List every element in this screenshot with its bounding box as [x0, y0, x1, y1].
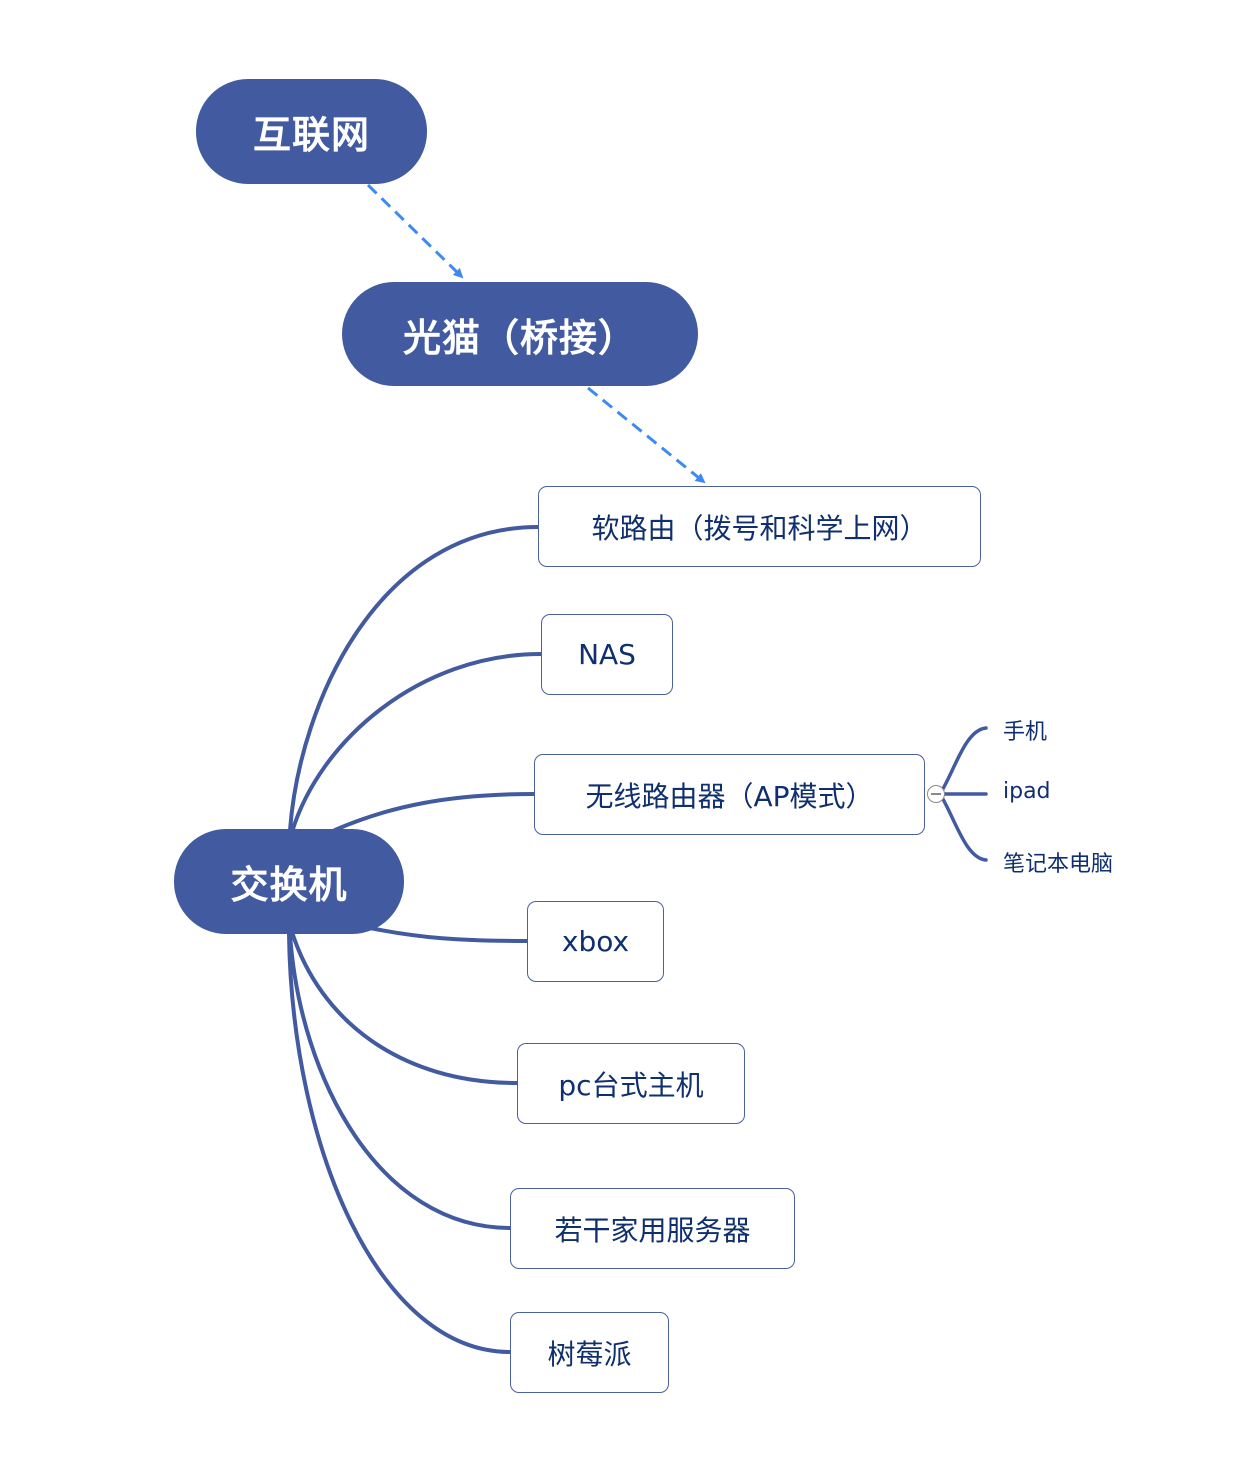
node-wireless-router-label: 无线路由器（AP模式）	[585, 779, 874, 813]
node-switch[interactable]: 交换机	[174, 829, 404, 934]
node-wireless-router[interactable]: 无线路由器（AP模式）	[534, 754, 925, 835]
branch-line-nas	[290, 652, 543, 834]
node-internet-label: 互联网	[252, 113, 370, 157]
node-nas-label: NAS	[578, 638, 636, 671]
node-soft-router[interactable]: 软路由（拨号和科学上网）	[538, 486, 981, 567]
node-nas[interactable]: NAS	[541, 614, 673, 695]
leaf-laptop-label: 笔记本电脑	[1003, 852, 1114, 877]
branch-line-servers	[288, 932, 512, 1230]
node-raspberry-pi-label: 树莓派	[547, 1337, 632, 1371]
arrow-internet-to-modem	[366, 183, 464, 279]
leaf-ipad-label: ipad	[1003, 779, 1051, 804]
node-home-servers[interactable]: 若干家用服务器	[510, 1188, 795, 1269]
leaf-phone[interactable]: 手机	[1003, 714, 1047, 746]
branch-line-wireless-router	[333, 792, 536, 832]
branch-line-xbox	[368, 926, 529, 943]
node-modem[interactable]: 光猫（桥接）	[342, 282, 698, 386]
node-xbox[interactable]: xbox	[527, 901, 664, 982]
leaf-ipad[interactable]: ipad	[1003, 779, 1051, 804]
node-pc-label: pc台式主机	[558, 1068, 704, 1102]
arrow-modem-to-softrouter	[587, 386, 706, 484]
leaf-phone-label: 手机	[1003, 720, 1048, 745]
node-home-servers-label: 若干家用服务器	[554, 1213, 751, 1247]
node-soft-router-label: 软路由（拨号和科学上网）	[591, 511, 928, 545]
node-pc[interactable]: pc台式主机	[517, 1043, 745, 1124]
node-xbox-label: xbox	[561, 925, 630, 958]
node-internet[interactable]: 互联网	[196, 79, 427, 184]
sub-branch-line-phone	[938, 726, 988, 796]
leaf-laptop[interactable]: 笔记本电脑	[1003, 846, 1113, 878]
branch-line-softrouter	[288, 525, 540, 832]
collapse-minus-icon[interactable]	[927, 785, 945, 803]
node-modem-label: 光猫（桥接）	[402, 315, 637, 360]
branch-line-raspberry-pi	[287, 932, 512, 1354]
node-switch-label: 交换机	[230, 863, 348, 907]
branch-line-pc	[290, 930, 519, 1085]
sub-branch-line-laptop	[938, 792, 988, 862]
node-raspberry-pi[interactable]: 树莓派	[510, 1312, 669, 1393]
